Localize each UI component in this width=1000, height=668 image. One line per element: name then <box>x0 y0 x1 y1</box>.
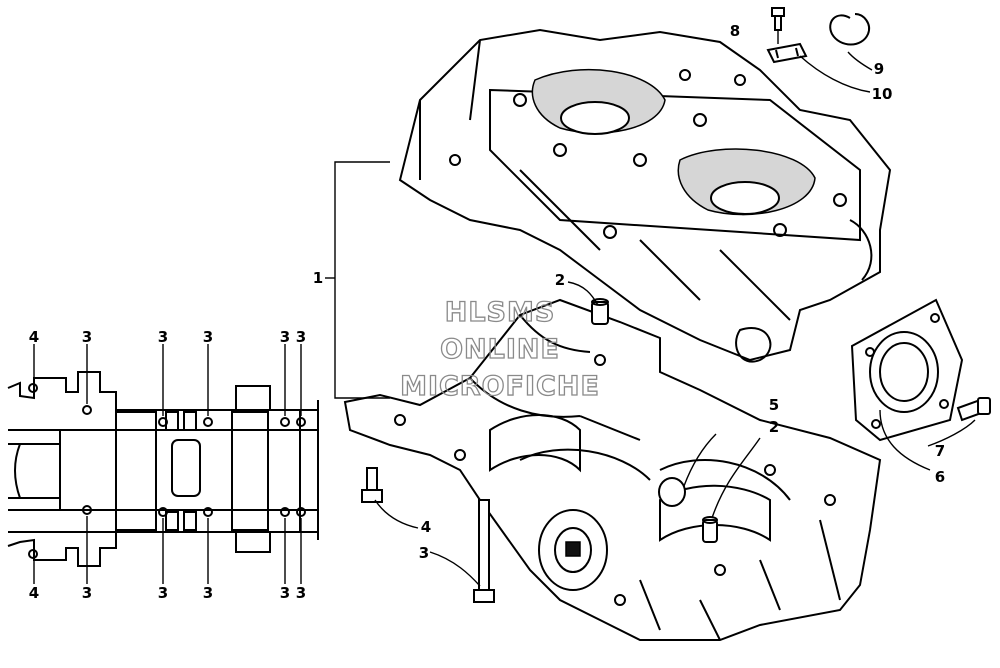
bolt-hole-icon <box>296 507 306 517</box>
bolt-label: 3 <box>82 584 92 602</box>
bolt-hole-icon <box>280 417 290 427</box>
bolt-label: 3 <box>280 328 290 346</box>
bolt-hole-icon <box>82 405 92 415</box>
upper-crankcase <box>398 28 892 363</box>
bolt-label: 3 <box>296 328 306 346</box>
bolt-label: 3 <box>296 584 306 602</box>
bolt-label: 4 <box>29 328 39 346</box>
screw-8 <box>771 7 785 31</box>
bolt-label: 3 <box>203 584 213 602</box>
bolt-hole-icon <box>203 507 213 517</box>
bolt-label: 3 <box>280 584 290 602</box>
leader-lines <box>325 30 976 587</box>
bolt-hole-icon <box>280 507 290 517</box>
bolt-hole-icon <box>158 507 168 517</box>
callout-3: 3 <box>419 544 429 562</box>
dowel-pin-lower <box>702 516 718 543</box>
bracket-10 <box>766 42 808 64</box>
lower-crankcase <box>343 298 882 641</box>
callout-8: 8 <box>730 22 740 40</box>
callout-1: 1 <box>313 269 323 287</box>
watermark-line-3: MICROFICHE <box>400 371 600 402</box>
callout-9: 9 <box>874 60 884 78</box>
bolt-label: 3 <box>158 328 168 346</box>
callout-2: 2 <box>555 271 565 289</box>
watermark-line-2: ONLINE <box>440 334 560 365</box>
bolt-hole-icon <box>158 417 168 427</box>
callout-7: 7 <box>935 442 945 460</box>
bolt-label: 3 <box>158 584 168 602</box>
bolt-hole-icon <box>203 417 213 427</box>
bolt-long <box>473 499 495 603</box>
bolt-hole-icon <box>82 505 92 515</box>
callout-4: 4 <box>421 518 431 536</box>
bolt-hole-icon <box>296 417 306 427</box>
callout-2: 2 <box>769 418 779 436</box>
callout-5: 5 <box>769 396 779 414</box>
end-cover-plate <box>850 298 964 442</box>
bolt-hole-icon <box>28 549 38 559</box>
watermark: HLSMS ONLINE MICROFICHE <box>399 296 600 402</box>
bolt-pattern-view: 4 3 3 3 3 3 4 3 3 3 3 3 <box>7 328 319 602</box>
callout-6: 6 <box>935 468 945 486</box>
bolt-short <box>361 467 383 503</box>
callout-10: 10 <box>872 85 893 103</box>
callout-labels: 1 2 2 3 4 5 6 7 8 9 10 <box>313 22 945 562</box>
bolt-label: 3 <box>203 328 213 346</box>
bolt-hole-icon <box>28 383 38 393</box>
plate-screw <box>956 397 991 422</box>
bolt-label: 3 <box>82 328 92 346</box>
dowel-pin <box>591 298 609 325</box>
snap-ring <box>829 13 870 46</box>
watermark-line-1: HLSMS <box>445 297 556 328</box>
bolt-label: 4 <box>29 584 39 602</box>
